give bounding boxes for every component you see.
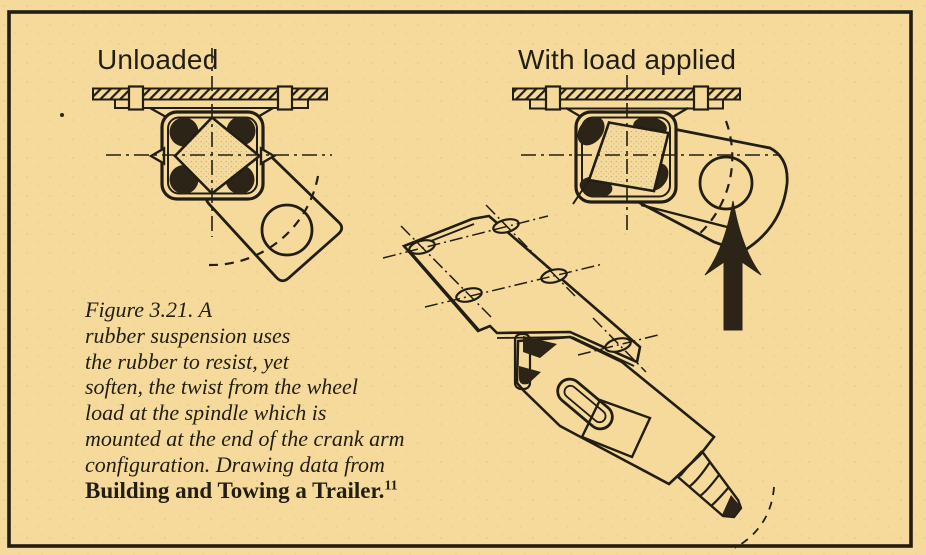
unloaded-label: Unloaded: [97, 44, 219, 75]
loaded-label: With load applied: [518, 44, 737, 75]
caption-line: load at the spindle which is: [85, 400, 327, 426]
spindle-shoulder-band: [679, 450, 703, 477]
caption-line: soften, the twist from the wheel: [85, 374, 358, 400]
caption-line: Figure 3.21. A: [85, 297, 213, 322]
mount-bolt-left: [544, 85, 562, 111]
spindle-hole: [260, 203, 314, 257]
rotation-arc: [208, 175, 320, 267]
isometric-axle-assembly: [382, 204, 775, 549]
spindle-hole: [698, 155, 754, 211]
caption-line: configuration. Drawing data from: [85, 451, 385, 477]
shaft-key-left: [148, 146, 166, 166]
plate-thickness-lines: [407, 223, 635, 367]
mount-bolt-left: [127, 85, 145, 111]
rubber-cord-compressed: [577, 116, 605, 146]
figure-border-frame: [7, 10, 913, 548]
caption-line: mounted at the end of the crank arm: [85, 425, 405, 451]
load-direction-arrow: [704, 200, 762, 331]
print-speck: [60, 113, 64, 117]
spindle-ring: [710, 486, 730, 507]
caption-line: rubber suspension uses: [85, 322, 291, 348]
arm-face-panel: [580, 398, 652, 459]
spindle-ring: [688, 461, 711, 488]
caption-source-title: Building and Towing a Trailer.: [85, 477, 385, 503]
caption-line: the rubber to resist, yet: [85, 348, 289, 374]
spindle-swing-arc: [734, 486, 775, 549]
caption-source-line: Building and Towing a Trailer.11: [85, 478, 405, 504]
crank-arm-edge: [640, 203, 736, 231]
bolt-hole-centerlines: [382, 204, 659, 373]
figure-caption: Figure 3.21. A rubber suspension uses th…: [85, 297, 405, 503]
spindle-tip-thread: [722, 495, 741, 517]
bracket-shadow-lower: [519, 366, 541, 385]
caption-footnote-marker: 11: [384, 477, 398, 493]
square-shaft-twisted: [587, 121, 671, 193]
loaded-suspension-diagram: [512, 75, 789, 331]
shaft-corner-spur: [572, 179, 590, 205]
mounting-plate: [401, 214, 642, 364]
mount-bolt-right: [692, 85, 710, 111]
spindle-ring: [699, 474, 720, 497]
arm-boss-slot: [556, 377, 614, 431]
mount-bolt-right: [276, 85, 294, 111]
bracket-shadow-upper: [523, 336, 557, 358]
rubber-housing-inner: [581, 116, 671, 198]
shaft-key-right: [259, 146, 277, 166]
bracket-flange: [513, 332, 532, 391]
unloaded-suspension-diagram: [92, 48, 344, 283]
